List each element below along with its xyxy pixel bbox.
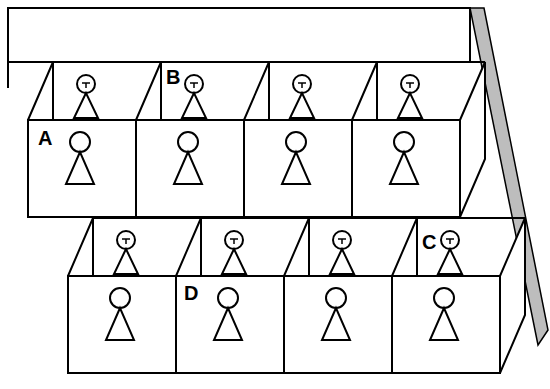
- cubicle-row: [28, 62, 485, 217]
- callout-letter: A: [36, 128, 54, 148]
- cubicle-row: [68, 218, 525, 373]
- callout-letter: D: [182, 283, 200, 303]
- back-wall: [8, 8, 470, 62]
- callout-letter: B: [164, 67, 182, 87]
- callout-letter: C: [420, 232, 438, 252]
